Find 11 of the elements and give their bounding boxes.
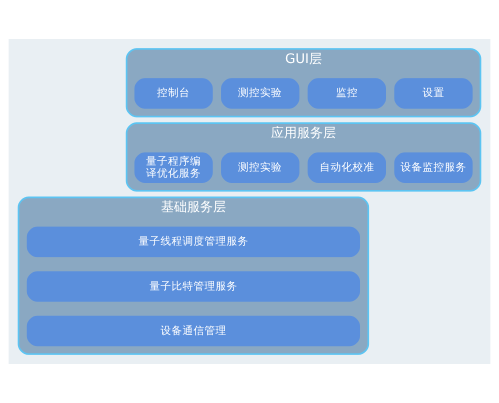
node-box: 量子比特管理服务 bbox=[26, 271, 360, 302]
node-box: 控制台 bbox=[134, 78, 213, 109]
node-box: 设备监控服务 bbox=[394, 152, 473, 183]
node-box: 测控实验 bbox=[221, 78, 300, 109]
node-box: 设置 bbox=[394, 78, 473, 109]
node-box: 测控实验 bbox=[221, 152, 300, 183]
node-box: 自动化校准 bbox=[308, 152, 386, 183]
node-box: 监控 bbox=[308, 78, 386, 109]
node-box: 设备通信管理 bbox=[26, 316, 360, 346]
node-box: 量子程序编译优化服务 bbox=[134, 152, 213, 183]
node-box: 量子线程调度管理服务 bbox=[26, 226, 360, 258]
